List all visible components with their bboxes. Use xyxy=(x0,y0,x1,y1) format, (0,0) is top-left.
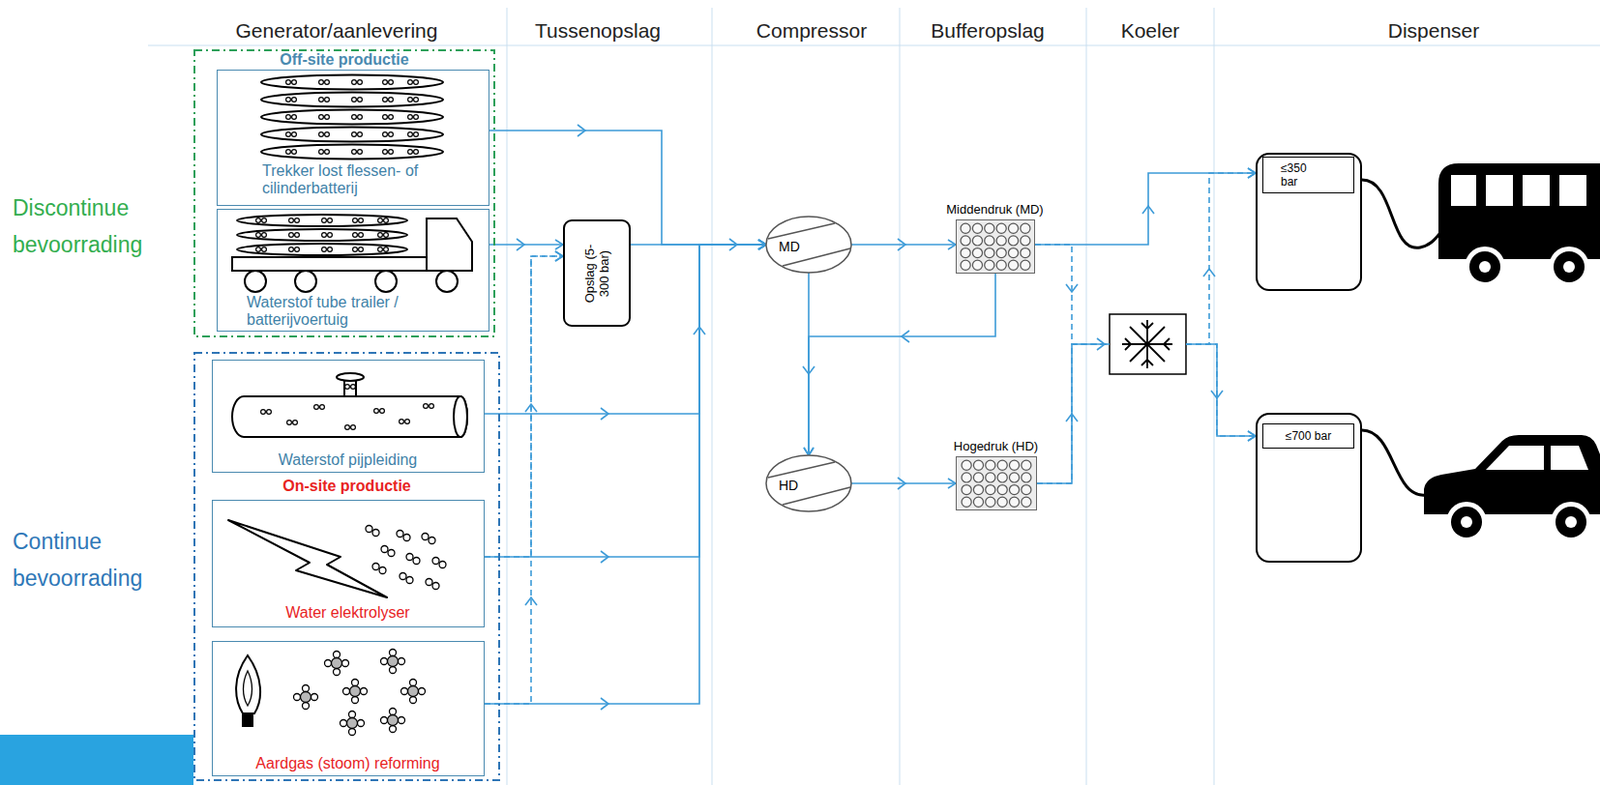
flow-connector xyxy=(807,272,810,456)
region-outline xyxy=(193,352,501,782)
production-box: Water elektrolyser xyxy=(211,500,485,628)
production-label: Water elektrolyser xyxy=(212,604,483,623)
buffer-bank: Middendruk (MD) xyxy=(955,219,1036,274)
supply-box: Waterstof tube trailer / batterijvoertui… xyxy=(216,208,490,332)
car-icon xyxy=(1423,435,1600,543)
flow-connector xyxy=(484,244,767,415)
flow-connector xyxy=(808,273,996,456)
column-header: Generator/aanlevering xyxy=(225,19,448,43)
fuel-hoses xyxy=(1362,179,1440,496)
supply-mode-label: Continue bevoorrading xyxy=(12,523,168,597)
tube-trailer xyxy=(232,214,473,293)
flow-connector xyxy=(1037,344,1256,484)
storage-vessel: Opslag (5-300 bar) xyxy=(562,219,631,327)
compressor-symbol: MD xyxy=(765,215,853,274)
corner-band xyxy=(0,735,194,785)
production-box: Aardgas (stoom) reforming xyxy=(211,641,485,777)
region-title: On-site productie xyxy=(193,477,501,496)
supply-label: Waterstof tube trailer / batterijvoertui… xyxy=(246,294,456,329)
flow-connector xyxy=(851,243,956,246)
reformer-symbol xyxy=(236,650,425,737)
hydrogen-marks xyxy=(256,218,389,253)
flow-connector xyxy=(630,243,767,246)
offsite-region: Off-site productieTrekker lost flessen- … xyxy=(193,49,496,338)
supply-label: Trekker lost flessen- of cilinderbatteri… xyxy=(262,162,468,198)
compressor-label: MD xyxy=(778,238,812,255)
column-header: Dispenser xyxy=(1336,19,1531,43)
flow-connector xyxy=(489,243,563,246)
buffer-label: Middendruk (MD) xyxy=(918,202,1072,217)
dispenser: ≤350 bar xyxy=(1255,152,1363,292)
flow-connector xyxy=(484,256,563,558)
flow-connector xyxy=(1035,173,1256,245)
column-header: Koeler xyxy=(1072,19,1228,43)
flow-chevrons xyxy=(516,124,1223,711)
supply-box: Trekker lost flessen- of cilinderbatteri… xyxy=(216,69,490,207)
column-header: Compressor xyxy=(714,19,909,43)
cylinder-grid xyxy=(956,220,1035,273)
cylinder-bundle xyxy=(261,75,444,160)
cooler-symbol xyxy=(1109,314,1186,375)
region-title: Off-site productie xyxy=(193,51,496,69)
storage-label: Opslag (5-300 bar) xyxy=(582,243,612,304)
compressor-outline xyxy=(765,454,853,513)
dispenser-display: ≤350 bar xyxy=(1262,156,1355,194)
pressure-label: ≤350 bar xyxy=(1280,161,1324,189)
cylinder-grid xyxy=(956,457,1037,510)
flow-connector xyxy=(1035,244,1256,437)
bus-icon xyxy=(1438,163,1600,288)
compressor-outline xyxy=(765,215,853,274)
column-grid xyxy=(148,7,1600,785)
dispenser: ≤700 bar xyxy=(1255,413,1363,563)
hydrogen-marks xyxy=(286,80,419,155)
flow-connector xyxy=(851,482,956,485)
pressure-label: ≤700 bar xyxy=(1263,429,1354,444)
dispenser-display: ≤700 bar xyxy=(1262,423,1355,449)
column-header: Tussenopslag xyxy=(501,19,695,43)
flow-connector xyxy=(484,244,767,705)
flow-connector xyxy=(489,130,767,245)
supply-mode-label: Discontinue bevoorrading xyxy=(12,189,168,264)
supply-label: Waterstof pijpleiding xyxy=(212,451,483,470)
compressor-label: HD xyxy=(778,477,812,494)
supply-box: Waterstof pijpleiding xyxy=(211,359,485,474)
column-header: Bufferopslag xyxy=(890,19,1085,43)
buffer-bank: Hogedruk (HD) xyxy=(955,456,1038,511)
compressor-symbol: HD xyxy=(765,454,853,513)
flow-connector xyxy=(484,244,767,558)
flow-connector xyxy=(484,256,563,705)
electrolyser-symbol xyxy=(228,520,446,598)
continuous-region: On-site productie Waterstof pijpleidingWa… xyxy=(193,352,501,782)
pipeline-symbol xyxy=(232,373,468,438)
flow-connector xyxy=(1037,173,1256,484)
buffer-label: Hogedruk (HD) xyxy=(918,439,1074,454)
production-label: Aardgas (stoom) reforming xyxy=(212,755,483,773)
